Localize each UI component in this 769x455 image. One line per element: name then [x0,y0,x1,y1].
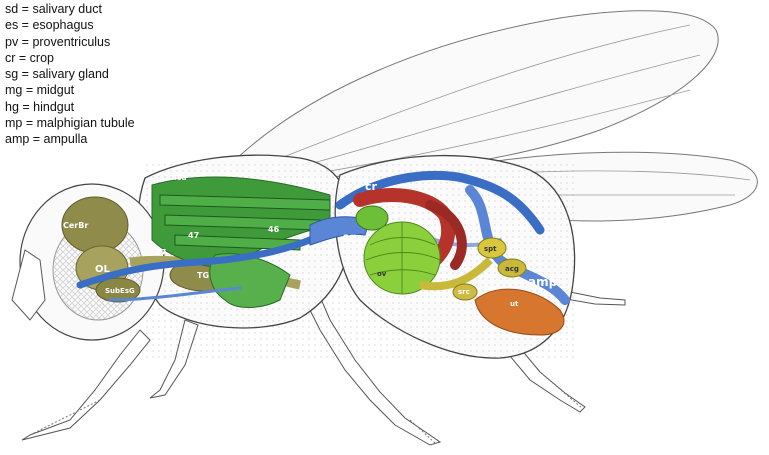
label-subesophageal: SubEsG [105,287,135,295]
label-spermatheca: spt [484,245,497,253]
label-thoracic-ganglion: TG [197,271,209,280]
label-muscle-46: 46 [268,225,280,234]
legend-item-cr: cr = crop [5,50,135,66]
legend-item-pv: pv = proventriculus [5,34,135,50]
label-muscle-45a: 45a [172,174,187,182]
front-leg [22,330,150,440]
label-muscle-27: 27 [155,248,166,257]
label-cerebrum: CerBr [63,221,88,230]
label-crop: cr [365,180,378,193]
label-seminal-receptacle: src [458,288,470,296]
legend-item-hg: hg = hindgut [5,99,135,115]
label-optic-lobe: OL [95,264,111,275]
label-salivary-gland: sg [343,232,356,243]
legend-item-amp: amp = ampulla [5,131,135,147]
legend-item-sg: sg = salivary gland [5,66,135,82]
label-muscle-47: 47 [188,231,199,240]
label-hindgut: hg [460,211,479,226]
label-ampulla: amp [528,275,558,289]
legend-item-mg: mg = midgut [5,82,135,98]
legend-item-mp: mp = malphigian tubule [5,115,135,131]
label-ovary: ov [377,270,387,278]
label-uterus: ut [510,300,519,308]
legend: sd = salivary duct es = esophagus pv = p… [5,1,135,148]
label-accessory-gland: acg [505,265,519,273]
legend-item-sd: sd = salivary duct [5,1,135,17]
legend-item-es: es = esophagus [5,17,135,33]
